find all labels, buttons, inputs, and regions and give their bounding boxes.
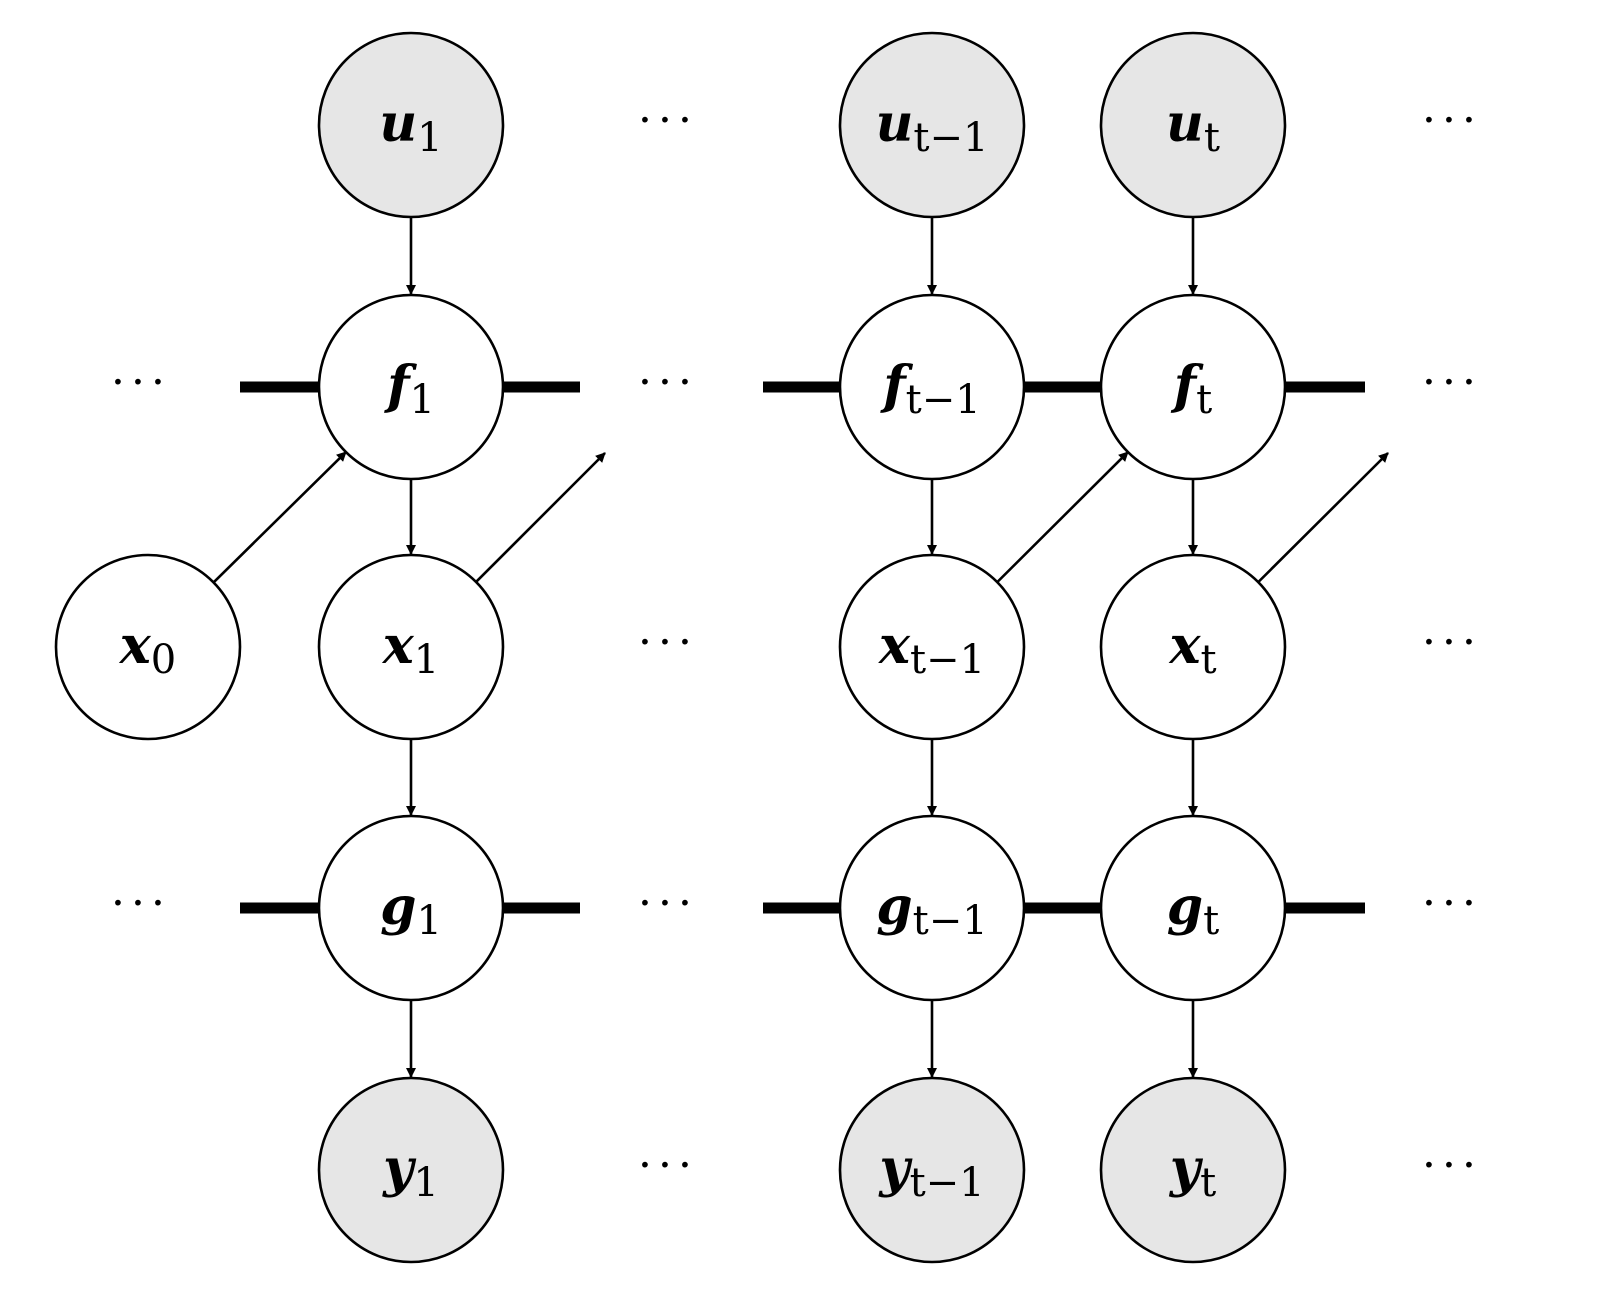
node-label-subscript: 1 xyxy=(417,115,442,161)
node-f-1: f1 xyxy=(317,293,505,481)
node-label: xt−1 xyxy=(878,615,985,683)
node-label: y1 xyxy=(382,1138,439,1206)
ellipsis: ··· xyxy=(111,357,171,408)
node-circle xyxy=(1099,31,1287,219)
node-label-subscript: 1 xyxy=(409,377,434,423)
node-label: ut−1 xyxy=(876,93,989,161)
node-label-subscript: 0 xyxy=(151,637,176,683)
node-circle xyxy=(54,553,242,741)
node-g-1: g1 xyxy=(317,814,505,1002)
ellipsis: ··· xyxy=(638,95,698,146)
node-label-main: g xyxy=(1167,876,1203,937)
edge-x-tm1-to-f-t xyxy=(996,451,1129,584)
node-x-0: x0 xyxy=(54,553,242,741)
node-label: xt xyxy=(1168,615,1216,683)
node-label-subscript: t xyxy=(1200,637,1216,683)
edge-x-1-to-next xyxy=(475,452,606,583)
node-label-main: x xyxy=(119,615,152,676)
edge-x-t-to-next xyxy=(1257,452,1389,584)
node-circle xyxy=(317,293,505,481)
node-label-subscript: t−1 xyxy=(910,637,985,683)
node-label-subscript: 1 xyxy=(416,898,441,944)
node-circle xyxy=(317,814,505,1002)
node-label-subscript: 1 xyxy=(414,637,439,683)
node-label-subscript: t xyxy=(1204,115,1220,161)
node-label-main: x xyxy=(1168,615,1201,676)
node-label-subscript: t−1 xyxy=(906,377,981,423)
node-label-subscript: t xyxy=(1203,898,1219,944)
node-circle xyxy=(838,31,1026,219)
node-circle xyxy=(1099,553,1287,741)
node-label: yt xyxy=(1169,1138,1216,1206)
node-label-main: u xyxy=(379,93,417,154)
node-label: x0 xyxy=(119,615,176,683)
node-label-subscript: t−1 xyxy=(913,115,988,161)
node-circle xyxy=(838,293,1026,481)
node-y-tm1: yt−1 xyxy=(838,1076,1026,1264)
node-u-tm1: ut−1 xyxy=(838,31,1026,219)
node-label-main: x xyxy=(382,615,415,676)
node-circle xyxy=(838,814,1026,1002)
node-label: x1 xyxy=(382,615,439,683)
node-circle xyxy=(317,553,505,741)
node-circle xyxy=(1099,293,1287,481)
ellipsis: ··· xyxy=(111,878,171,929)
node-label: u1 xyxy=(379,93,442,161)
node-label-main: g xyxy=(380,876,416,937)
node-label-subscript: t xyxy=(1200,1160,1216,1206)
node-label-subscript: t xyxy=(1196,377,1212,423)
node-label-subscript: t−1 xyxy=(910,1160,985,1206)
edge-x-0-to-f-1 xyxy=(212,451,347,584)
node-label-main: y xyxy=(382,1138,417,1199)
node-u-1: u1 xyxy=(317,31,505,219)
ellipsis: ··· xyxy=(1422,95,1482,146)
node-label: gt xyxy=(1167,876,1219,944)
node-circle xyxy=(1099,814,1287,1002)
node-label: yt−1 xyxy=(878,1138,984,1206)
node-label: ut xyxy=(1166,93,1220,161)
ellipsis: ··· xyxy=(638,357,698,408)
node-label-subscript: 1 xyxy=(413,1160,438,1206)
node-x-t: xt xyxy=(1099,553,1287,741)
node-label-main: x xyxy=(878,615,911,676)
node-circle xyxy=(317,31,505,219)
node-y-1: y1 xyxy=(317,1076,505,1264)
node-x-1: x1 xyxy=(317,553,505,741)
node-f-t: ft xyxy=(1099,293,1287,481)
node-circle xyxy=(1099,1076,1287,1264)
ellipsis: ··· xyxy=(1422,617,1482,668)
node-label-subscript: t−1 xyxy=(913,898,988,944)
ellipsis: ··· xyxy=(638,617,698,668)
node-x-tm1: xt−1 xyxy=(838,553,1026,741)
node-label-main: y xyxy=(878,1138,913,1199)
node-label-main: g xyxy=(876,876,912,937)
node-label-main: y xyxy=(1169,1138,1204,1199)
ellipsis: ··· xyxy=(1422,357,1482,408)
node-label-main: u xyxy=(876,93,914,154)
node-y-t: yt xyxy=(1099,1076,1287,1264)
node-label: gt−1 xyxy=(876,876,987,944)
node-g-tm1: gt−1 xyxy=(838,814,1026,1002)
node-label: ft−1 xyxy=(879,355,980,423)
node-label: g1 xyxy=(380,876,442,944)
ellipsis: ··· xyxy=(1422,878,1482,929)
edges xyxy=(212,217,1389,1078)
node-g-t: gt xyxy=(1099,814,1287,1002)
ellipses: ··· ··· ··· ··· ··· ··· ··· ··· ··· ··· ··· ··· xyxy=(111,95,1482,1191)
ellipsis: ··· xyxy=(638,1140,698,1191)
node-circle xyxy=(317,1076,505,1264)
ellipsis: ··· xyxy=(1422,1140,1482,1191)
node-circle xyxy=(838,1076,1026,1264)
node-f-tm1: ft−1 xyxy=(838,293,1026,481)
node-label-main: u xyxy=(1166,93,1204,154)
node-u-t: ut xyxy=(1099,31,1287,219)
node-circle xyxy=(838,553,1026,741)
ellipsis: ··· xyxy=(638,878,698,929)
